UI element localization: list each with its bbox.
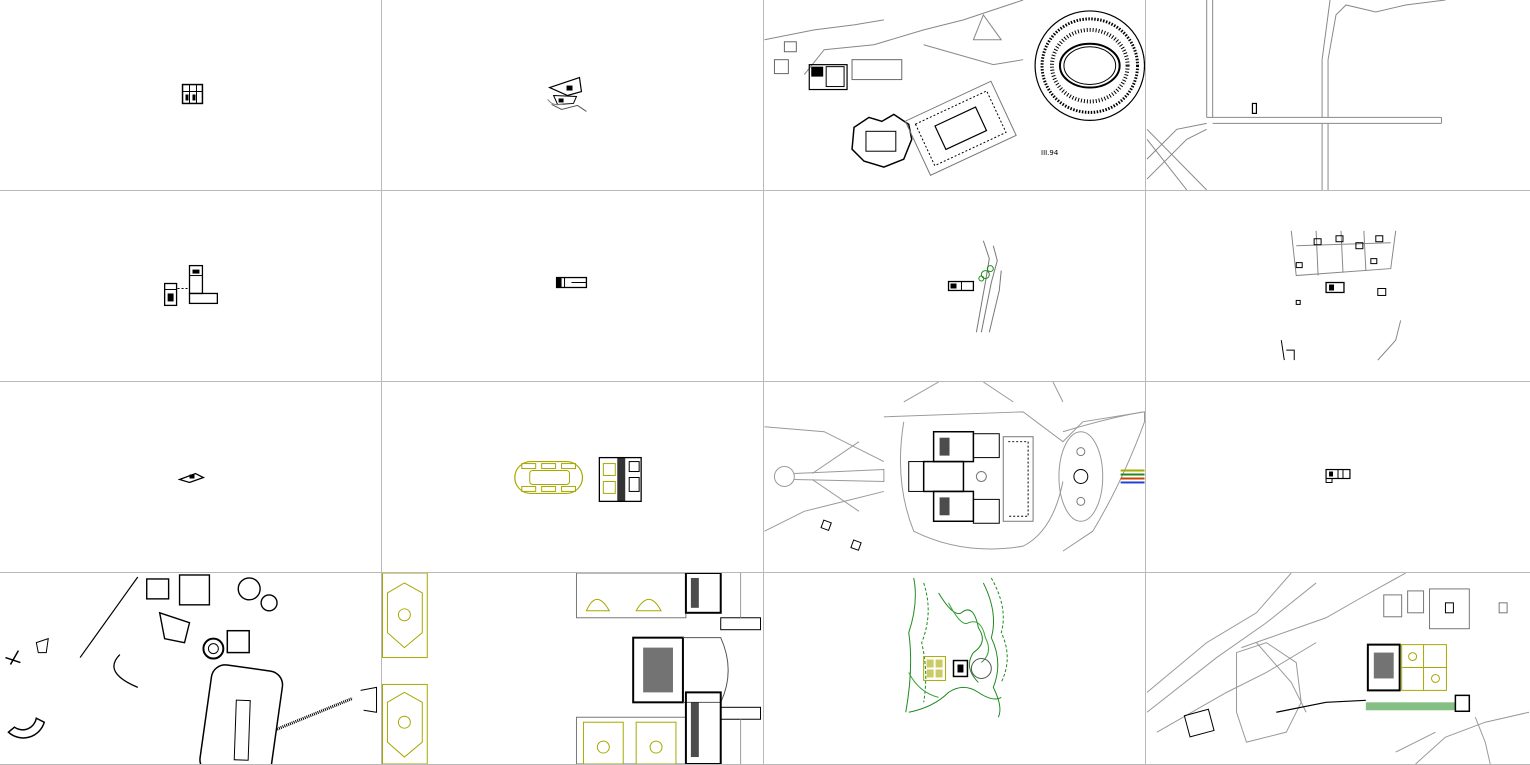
street-grid-plan-icon [1146,0,1446,190]
drawing-thumbnail-6[interactable] [382,191,764,382]
urban-site-plan-icon [1146,573,1530,764]
drawing-thumbnail-8[interactable] [1146,191,1530,382]
drawing-thumbnail-12[interactable] [1146,382,1530,573]
plan-label: III.94 [1041,149,1059,157]
drawing-thumbnail-14[interactable] [382,573,764,765]
drawing-thumbnail-5[interactable] [0,191,382,382]
small-building-plan-icon [555,276,588,289]
terrain-contour-plan-icon [905,577,1008,718]
drawing-thumbnail-13[interactable] [0,573,382,765]
drawing-thumbnail-11[interactable] [764,382,1146,573]
drawing-thumbnail-15[interactable] [764,573,1146,765]
drawing-thumbnail-4[interactable] [1146,0,1530,191]
ruins-site-plan-icon [5,574,378,764]
garden-and-palace-plan-icon [514,456,642,503]
small-block-plan-icon [1325,468,1351,483]
drawing-thumbnail-9[interactable] [0,382,382,573]
small-site-plan-icon [547,76,587,112]
road-and-building-plan-icon [947,240,1002,333]
drawing-thumbnail-10[interactable] [382,382,764,573]
palace-garden-detail-plan-icon [382,573,762,764]
drawing-thumbnail-16[interactable] [1146,573,1530,765]
palace-park-plan-icon [764,382,1145,552]
tiny-building-plan-icon [177,472,206,484]
drawing-thumbnail-1[interactable] [0,0,382,191]
amphitheater-site-plan-icon: III.94 [764,0,1145,176]
drawing-thumbnail-2[interactable] [382,0,764,191]
drawing-thumbnail-7[interactable] [764,191,1146,382]
l-shaped-building-plan-icon [163,264,219,307]
urban-block-plan-icon [1280,230,1402,361]
small-floor-plan-icon [181,83,204,105]
drawing-thumbnail-3[interactable]: III.94 [764,0,1146,191]
